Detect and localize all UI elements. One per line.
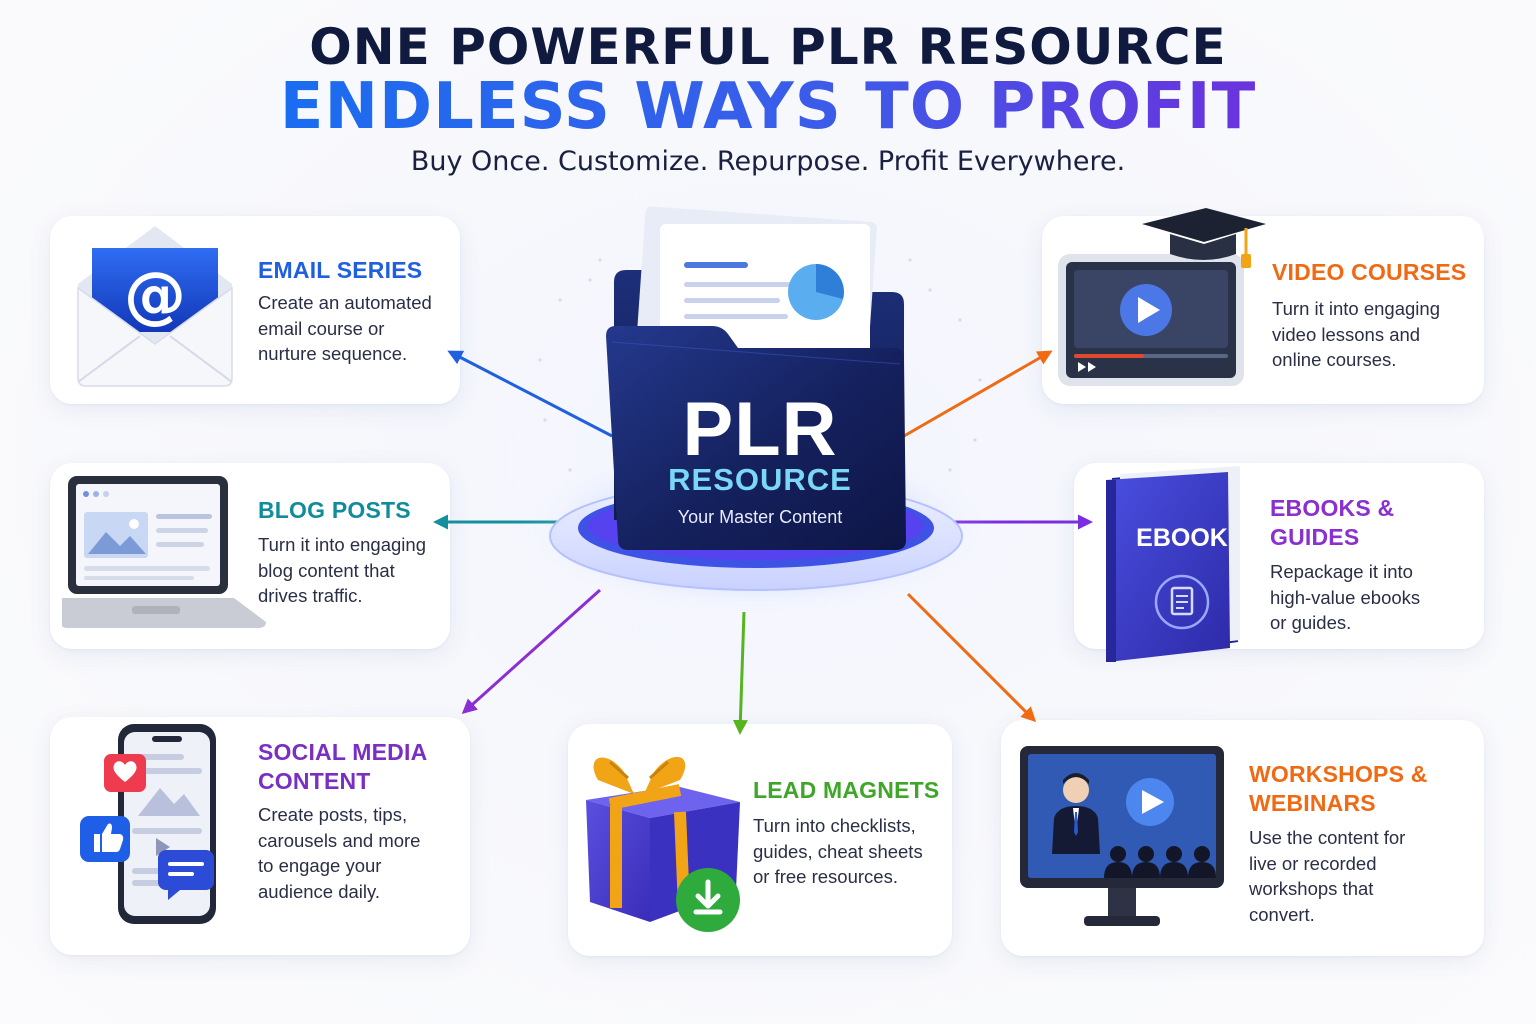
monitor-presentation-icon <box>1020 746 1224 926</box>
arrow-to-workshops <box>906 592 1037 723</box>
ebook-icon <box>1106 466 1240 662</box>
email-series-title: EMAIL SERIES <box>258 257 423 283</box>
workshops-desc-line: live or recorded <box>1249 852 1377 874</box>
svg-text:@: @ <box>124 258 186 331</box>
video-courses-desc: Turn it into engaging video lessons and … <box>1272 296 1440 373</box>
center-label-secondary: RESOURCE <box>668 462 852 497</box>
blog-posts-desc-line: Turn it into engaging <box>258 534 426 555</box>
blog-posts-desc-line: blog content that <box>258 559 395 581</box>
ebooks-title: EBOOKS & GUIDES <box>1270 494 1394 552</box>
workshops-desc-line: Use the content for <box>1249 827 1406 848</box>
workshops-title-line: WEBINARS <box>1249 790 1376 816</box>
headline-gradient: ENDLESS WAYS TO PROFIT <box>0 70 1536 144</box>
social-media-desc: Create posts, tips, carousels and more t… <box>258 802 420 904</box>
arrow-to-social <box>461 588 602 715</box>
social-media-desc-line: Create posts, tips, <box>258 804 408 825</box>
blog-posts-title: BLOG POSTS <box>258 497 411 523</box>
headline-gradient-text: ENDLESS WAYS TO PROFIT <box>279 70 1257 144</box>
social-media-title-line: SOCIAL MEDIA <box>258 739 428 765</box>
ebooks-desc-line: high-value ebooks <box>1270 586 1421 608</box>
video-courses-title: VIDEO COURSES <box>1272 259 1467 285</box>
arrow-to-video <box>903 350 1053 438</box>
ebook-cover-label: EBOOK <box>1136 524 1228 552</box>
gift-box-icon <box>586 756 740 932</box>
social-media-desc-line: carousels and more <box>258 829 421 851</box>
email-series-desc-line: Create an automated <box>258 292 432 313</box>
email-envelope-icon: @ <box>77 226 233 387</box>
laptop-icon <box>62 476 266 628</box>
arrow-to-email <box>447 350 613 438</box>
ebooks-title-line: GUIDES <box>1270 524 1360 550</box>
smartphone-icon <box>80 724 216 924</box>
ebooks-title-line: EBOOKS & <box>1270 495 1395 521</box>
ebooks-desc: Repackage it into high-value ebooks or g… <box>1270 559 1420 636</box>
lead-magnets-desc-line: or free resources. <box>753 866 898 887</box>
tagline: Buy Once. Customize. Repurpose. Profit E… <box>410 146 1126 177</box>
blog-posts-desc: Turn it into engaging blog content that … <box>258 532 426 609</box>
email-series-desc-line: email course or <box>258 317 385 339</box>
social-media-desc-line: to engage your <box>258 855 382 876</box>
video-courses-desc-line: online courses. <box>1272 349 1397 370</box>
video-courses-desc-line: video lessons and <box>1272 323 1421 345</box>
workshops-desc-line: convert. <box>1249 903 1315 925</box>
lead-magnets-title: LEAD MAGNETS <box>753 777 940 803</box>
email-series-desc: Create an automated email course or nurt… <box>258 290 432 367</box>
email-series-desc-line: nurture sequence. <box>258 343 408 364</box>
lead-magnets-desc: Turn into checklists, guides, cheat shee… <box>753 813 923 890</box>
ebooks-desc-line: or guides. <box>1270 612 1352 633</box>
center-label-main: PLR <box>682 387 838 472</box>
workshops-desc-line: workshops that <box>1249 878 1374 899</box>
dot-halo <box>538 258 982 472</box>
social-media-title: SOCIAL MEDIA CONTENT <box>258 738 427 796</box>
headline: ONE POWERFUL PLR RESOURCE <box>309 18 1227 76</box>
workshops-desc: Use the content for live or recorded wor… <box>1249 825 1405 927</box>
workshops-title: WORKSHOPS & WEBINARS <box>1249 760 1428 818</box>
social-media-title-line: CONTENT <box>258 768 371 794</box>
workshops-title-line: WORKSHOPS & <box>1249 761 1428 787</box>
video-courses-desc-line: Turn it into engaging <box>1272 298 1440 319</box>
lead-magnets-desc-line: guides, cheat sheets <box>753 840 923 862</box>
lead-magnets-desc-line: Turn into checklists, <box>753 815 916 836</box>
center-label-sub: Your Master Content <box>677 507 843 527</box>
video-player-icon <box>1058 208 1266 386</box>
ebooks-desc-line: Repackage it into <box>1270 561 1413 582</box>
arrow-to-lead <box>732 611 748 735</box>
social-media-desc-line: audience daily. <box>258 880 381 902</box>
blog-posts-desc-line: drives traffic. <box>258 585 363 606</box>
